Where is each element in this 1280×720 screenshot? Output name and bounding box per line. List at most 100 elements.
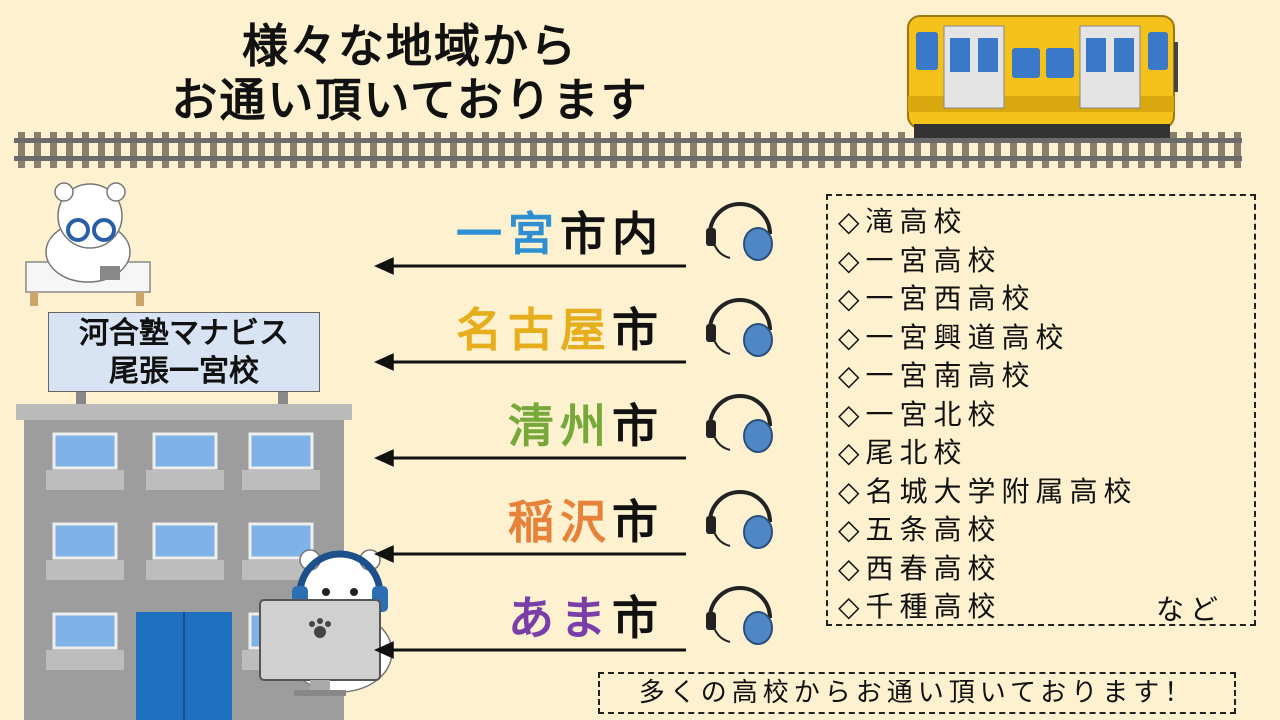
rail-tie — [178, 132, 185, 168]
rail-tie — [866, 132, 873, 168]
rail-tie — [546, 132, 553, 168]
school-item: ◇西春高校 — [838, 551, 1002, 585]
rail-tie — [1106, 132, 1113, 168]
bottom-banner: 多くの高校からお通い頂いております！ — [598, 672, 1236, 714]
rail-tie — [162, 132, 169, 168]
city-name-prefix: 一宮 — [456, 207, 560, 261]
rail-tie — [930, 132, 937, 168]
rail-tie — [194, 132, 201, 168]
city-label: 稲沢市 — [508, 486, 664, 552]
rail-tie — [322, 132, 329, 168]
building-balcony — [46, 650, 124, 670]
rail-tie — [1074, 132, 1081, 168]
building-window — [52, 612, 118, 650]
rail-tie — [514, 132, 521, 168]
rail-tie — [738, 132, 745, 168]
rail-tie — [770, 132, 777, 168]
headset-icon — [706, 586, 773, 645]
rail-tie — [306, 132, 313, 168]
rail-tie — [850, 132, 857, 168]
rail-tie — [658, 132, 665, 168]
rail-tie — [18, 132, 25, 168]
rail-tie — [1058, 132, 1065, 168]
city-label: 一宮市内 — [456, 198, 664, 264]
rail-track-icon — [14, 132, 1242, 168]
rail-tie — [610, 132, 617, 168]
rail-tie — [754, 132, 761, 168]
rail-tie — [802, 132, 809, 168]
rail-tie — [1090, 132, 1097, 168]
rail-tie — [674, 132, 681, 168]
rail-tie — [1010, 132, 1017, 168]
rail-tie — [882, 132, 889, 168]
rail-tie — [722, 132, 729, 168]
monitor-icon — [259, 599, 381, 696]
rail-tie — [50, 132, 57, 168]
rail-tie — [898, 132, 905, 168]
page-title-line2: お通い頂いております — [171, 73, 649, 127]
headset-icon — [706, 394, 773, 453]
rail-tie — [978, 132, 985, 168]
school-sign-line2: 尾張一宮校 — [109, 354, 259, 389]
rail-tie — [34, 132, 41, 168]
rail-tie — [1202, 132, 1209, 168]
rail-tie — [962, 132, 969, 168]
rail-tie — [66, 132, 73, 168]
rail-tie — [418, 132, 425, 168]
rail-tie — [450, 132, 457, 168]
rail-tie — [354, 132, 361, 168]
rail-tie — [1154, 132, 1161, 168]
city-name-prefix: 稲沢 — [508, 495, 612, 549]
rail-tie — [82, 132, 89, 168]
rail-tie — [706, 132, 713, 168]
arrow-left-icon — [374, 353, 687, 371]
rail-tie — [114, 132, 121, 168]
city-name-suffix: 市 — [612, 495, 664, 549]
building-balcony — [46, 470, 124, 490]
rail-tie — [434, 132, 441, 168]
school-list: ◇滝高校◇一宮高校◇一宮西高校◇一宮興道高校◇一宮南高校◇一宮北校◇尾北校◇名城… — [826, 194, 1256, 626]
school-item: ◇五条高校 — [838, 513, 1002, 546]
building-balcony — [242, 470, 320, 490]
rail-tie — [994, 132, 1001, 168]
rail-tie — [210, 132, 217, 168]
city-name-suffix: 市 — [612, 591, 664, 645]
rail-tie — [98, 132, 105, 168]
school-item: ◇千種高校 — [838, 590, 1002, 623]
rail-tie — [818, 132, 825, 168]
building-window — [248, 522, 314, 560]
arrow-left-icon — [374, 257, 687, 275]
rail-tie — [562, 132, 569, 168]
rail-tie — [386, 132, 393, 168]
school-item: ◇一宮西高校 — [838, 282, 1036, 315]
school-signboard: 河合塾マナビス 尾張一宮校 — [48, 312, 320, 392]
rail-tie — [834, 132, 841, 168]
building-balcony — [146, 560, 224, 580]
rail-tie — [1138, 132, 1145, 168]
rail-tie — [1186, 132, 1193, 168]
school-item: ◇尾北校 — [838, 436, 968, 469]
rail-tie — [146, 132, 153, 168]
building-window — [52, 432, 118, 470]
building-balcony — [146, 470, 224, 490]
rail-tie — [402, 132, 409, 168]
city-name-prefix: 名古屋 — [456, 303, 612, 357]
rail-tie — [914, 132, 921, 168]
rail-tie — [130, 132, 137, 168]
rail-tie — [1026, 132, 1033, 168]
school-item: ◇滝高校 — [838, 205, 968, 238]
arrow-left-icon — [374, 449, 687, 467]
rail-tie — [226, 132, 233, 168]
rail-tie — [242, 132, 249, 168]
rail-tie — [1170, 132, 1177, 168]
school-item: ◇一宮北校 — [838, 397, 1002, 431]
rail-tie — [626, 132, 633, 168]
rail-tie — [290, 132, 297, 168]
headset-icon — [706, 202, 773, 261]
rail-tie — [370, 132, 377, 168]
rail-tie — [498, 132, 505, 168]
rail-tie — [466, 132, 473, 168]
rail-tie — [482, 132, 489, 168]
rail-tie — [338, 132, 345, 168]
city-label: 清州市 — [508, 390, 664, 456]
